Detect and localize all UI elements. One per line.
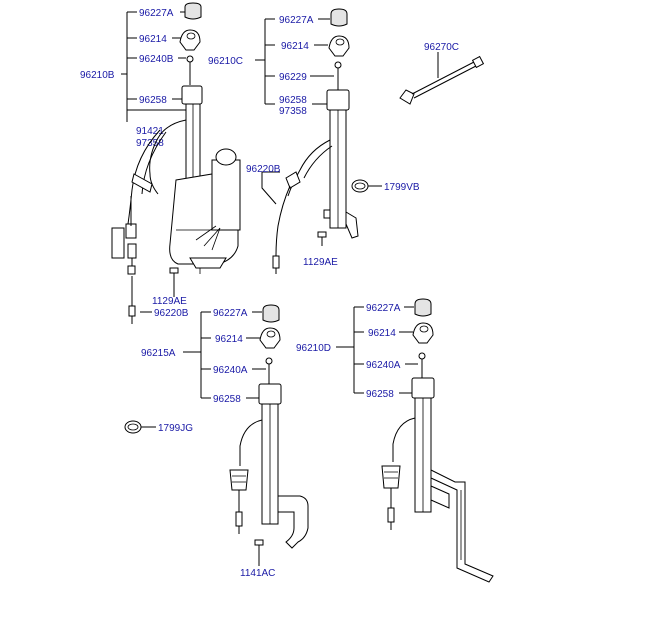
cap-part-group2: [330, 8, 348, 27]
cap-part-group1: [184, 2, 202, 20]
label-1129AE-group2: 1129AE: [303, 257, 338, 268]
grommet-part-group5: [412, 322, 434, 344]
label-96214-group5: 96214: [368, 328, 396, 339]
callout-group-96215A: [183, 311, 266, 399]
label-96220B-group1: 96220B: [154, 308, 189, 319]
label-96227A-group4: 96227A: [213, 308, 248, 319]
antenna-mast-group2: [317, 89, 359, 246]
label-97358-group2: 97358: [279, 106, 307, 117]
clip-part-1799JG: [124, 420, 156, 434]
label-1141AC: 1141AC: [240, 568, 275, 579]
antenna-housing-group1: [169, 148, 241, 274]
label-96240B-group1: 96240B: [139, 54, 174, 65]
label-96240A-group5: 96240A: [366, 360, 401, 371]
label-96258-group5: 96258: [366, 389, 394, 400]
antenna-lead-96220B-group1: [128, 276, 152, 324]
label-96210D: 96210D: [296, 343, 331, 354]
label-96210C: 96210C: [208, 56, 243, 67]
label-96270C: 96270C: [424, 42, 459, 53]
label-1799JG: 1799JG: [158, 423, 193, 434]
antenna-mast-group4: [258, 383, 309, 549]
cap-part-group5: [414, 298, 432, 317]
label-96229: 96229: [279, 72, 307, 83]
nut-part-group1: [186, 55, 194, 85]
connector-group5: [381, 417, 416, 530]
label-96214-group2: 96214: [281, 41, 309, 52]
screw-1141AC: [254, 539, 264, 566]
label-96258-group1: 96258: [139, 95, 167, 106]
grommet-part-group2: [328, 35, 350, 57]
connector-group4: [229, 419, 263, 534]
label-1129AE-group1: 1129AE: [152, 296, 187, 307]
label-96215A: 96215A: [141, 348, 176, 359]
clip-part-1799VB: [351, 179, 382, 193]
connector-group1: [111, 173, 153, 275]
label-96240A-group4: 96240A: [213, 365, 248, 376]
cable-part-96270C: [399, 52, 485, 105]
grommet-part-group4: [259, 327, 281, 349]
label-96227A-group1: 96227A: [139, 8, 174, 19]
label-96258-group4: 96258: [213, 394, 241, 405]
label-96227A-group2: 96227A: [279, 15, 314, 26]
label-91421: 91421: [136, 126, 164, 137]
antenna-mast-group5: [411, 377, 435, 513]
label-1799VB: 1799VB: [384, 182, 420, 193]
nut-part-group5: [418, 352, 426, 378]
antenna-lead-96220B-group2: [261, 171, 301, 274]
label-96258-group2: 96258: [279, 95, 307, 106]
label-96227A-group5: 96227A: [366, 303, 401, 314]
cable-group1-lead: [127, 129, 161, 225]
nut-part-group2: [334, 61, 342, 90]
callout-group-96210D: [336, 306, 418, 394]
label-96214-group1: 96214: [139, 34, 167, 45]
screw-1129AE-group1: [169, 267, 179, 297]
cable-group2: [287, 139, 331, 197]
cable-group2-b: [303, 145, 333, 179]
bracket-group5: [430, 469, 494, 583]
callout-group-96210C: [255, 18, 334, 105]
label-96220B-group2: 96220B: [246, 164, 281, 175]
nut-part-group4: [265, 357, 273, 384]
label-96210B: 96210B: [80, 70, 115, 81]
grommet-part-group1: [179, 29, 201, 51]
label-96214-group4: 96214: [215, 334, 243, 345]
cap-part-group4: [262, 304, 280, 323]
label-97358-group1: 97358: [136, 138, 164, 149]
